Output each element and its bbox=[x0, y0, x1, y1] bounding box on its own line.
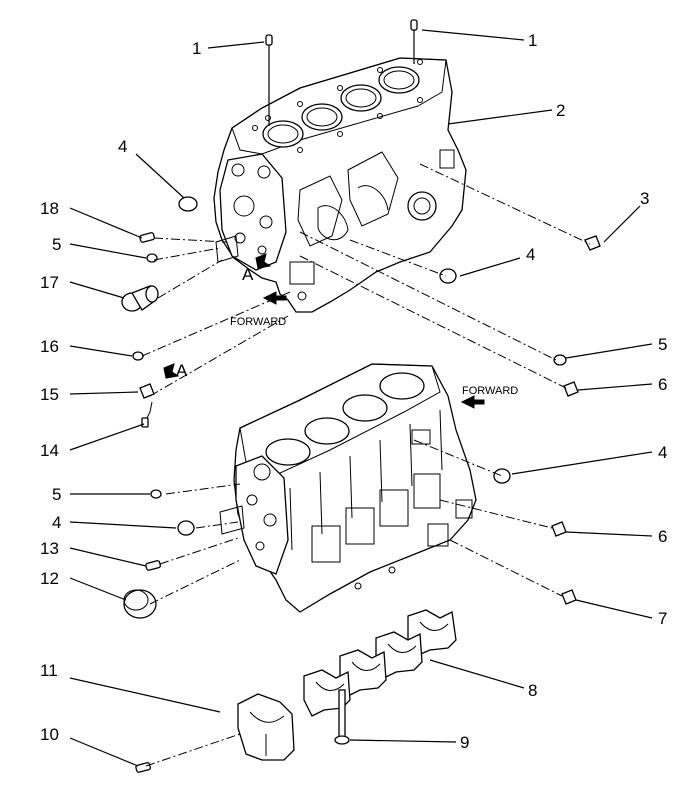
callout-15: 15 bbox=[40, 385, 59, 404]
callout-12: 12 bbox=[40, 569, 59, 588]
dowel-pin-part bbox=[135, 232, 161, 773]
lower-cylinder-block bbox=[219, 363, 477, 613]
callout-11: 11 bbox=[40, 661, 58, 680]
callout-10: 10 bbox=[40, 725, 59, 744]
leader-lines bbox=[69, 29, 653, 767]
screw-15-part bbox=[139, 383, 155, 399]
cap-12-part bbox=[123, 589, 157, 619]
rear-main-cap-part bbox=[237, 693, 295, 761]
callout-16: 16 bbox=[40, 337, 59, 356]
callout-5-right: 5 bbox=[658, 335, 667, 354]
pipe-14-part bbox=[145, 401, 153, 421]
view-a-arrow-upper: A bbox=[242, 253, 272, 284]
alignment-lines bbox=[141, 163, 591, 767]
forward-label-upper: FORWARD bbox=[230, 316, 286, 328]
callout-3: 3 bbox=[640, 189, 649, 208]
callout-9: 9 bbox=[460, 733, 469, 752]
callout-18: 18 bbox=[40, 199, 59, 218]
callout-7: 7 bbox=[658, 609, 667, 628]
view-a-arrow-lower: A bbox=[163, 361, 188, 380]
view-a-label-upper: A bbox=[242, 265, 254, 284]
callout-4-upper-left: 4 bbox=[118, 137, 127, 156]
callout-4-upper-right: 4 bbox=[526, 245, 535, 264]
view-a-label-lower: A bbox=[176, 361, 188, 380]
callout-2: 2 bbox=[556, 101, 565, 120]
callout-labels: 1 1 2 3 4 4 4 4 5 5 5 6 6 7 8 9 10 11 12… bbox=[40, 31, 667, 752]
cup-plug-part bbox=[177, 196, 511, 536]
callout-5-lower-left: 5 bbox=[52, 485, 61, 504]
forward-arrow-upper: FORWARD bbox=[230, 291, 287, 328]
large-plug-part bbox=[121, 285, 159, 312]
callout-4-lower-right: 4 bbox=[658, 443, 667, 462]
callout-6-upper: 6 bbox=[658, 375, 667, 394]
forward-label-lower: FORWARD bbox=[462, 385, 518, 397]
plug-16-part bbox=[132, 351, 144, 361]
upper-cylinder-block bbox=[213, 57, 467, 313]
stud-part bbox=[265, 19, 418, 126]
callout-4-lower-left: 4 bbox=[52, 513, 61, 532]
callout-1-left: 1 bbox=[192, 39, 201, 58]
callout-1-right: 1 bbox=[528, 31, 537, 50]
callout-8: 8 bbox=[528, 681, 537, 700]
forward-arrow-lower: FORWARD bbox=[460, 385, 518, 409]
callout-14: 14 bbox=[40, 441, 59, 460]
bolt-part bbox=[334, 689, 350, 745]
threaded-plug-part bbox=[551, 235, 601, 605]
callout-5-upper-left: 5 bbox=[52, 235, 61, 254]
callout-13: 13 bbox=[40, 539, 59, 558]
callout-6-lower: 6 bbox=[658, 527, 667, 546]
callout-17: 17 bbox=[40, 273, 59, 292]
bearing-cap-part bbox=[303, 609, 457, 717]
